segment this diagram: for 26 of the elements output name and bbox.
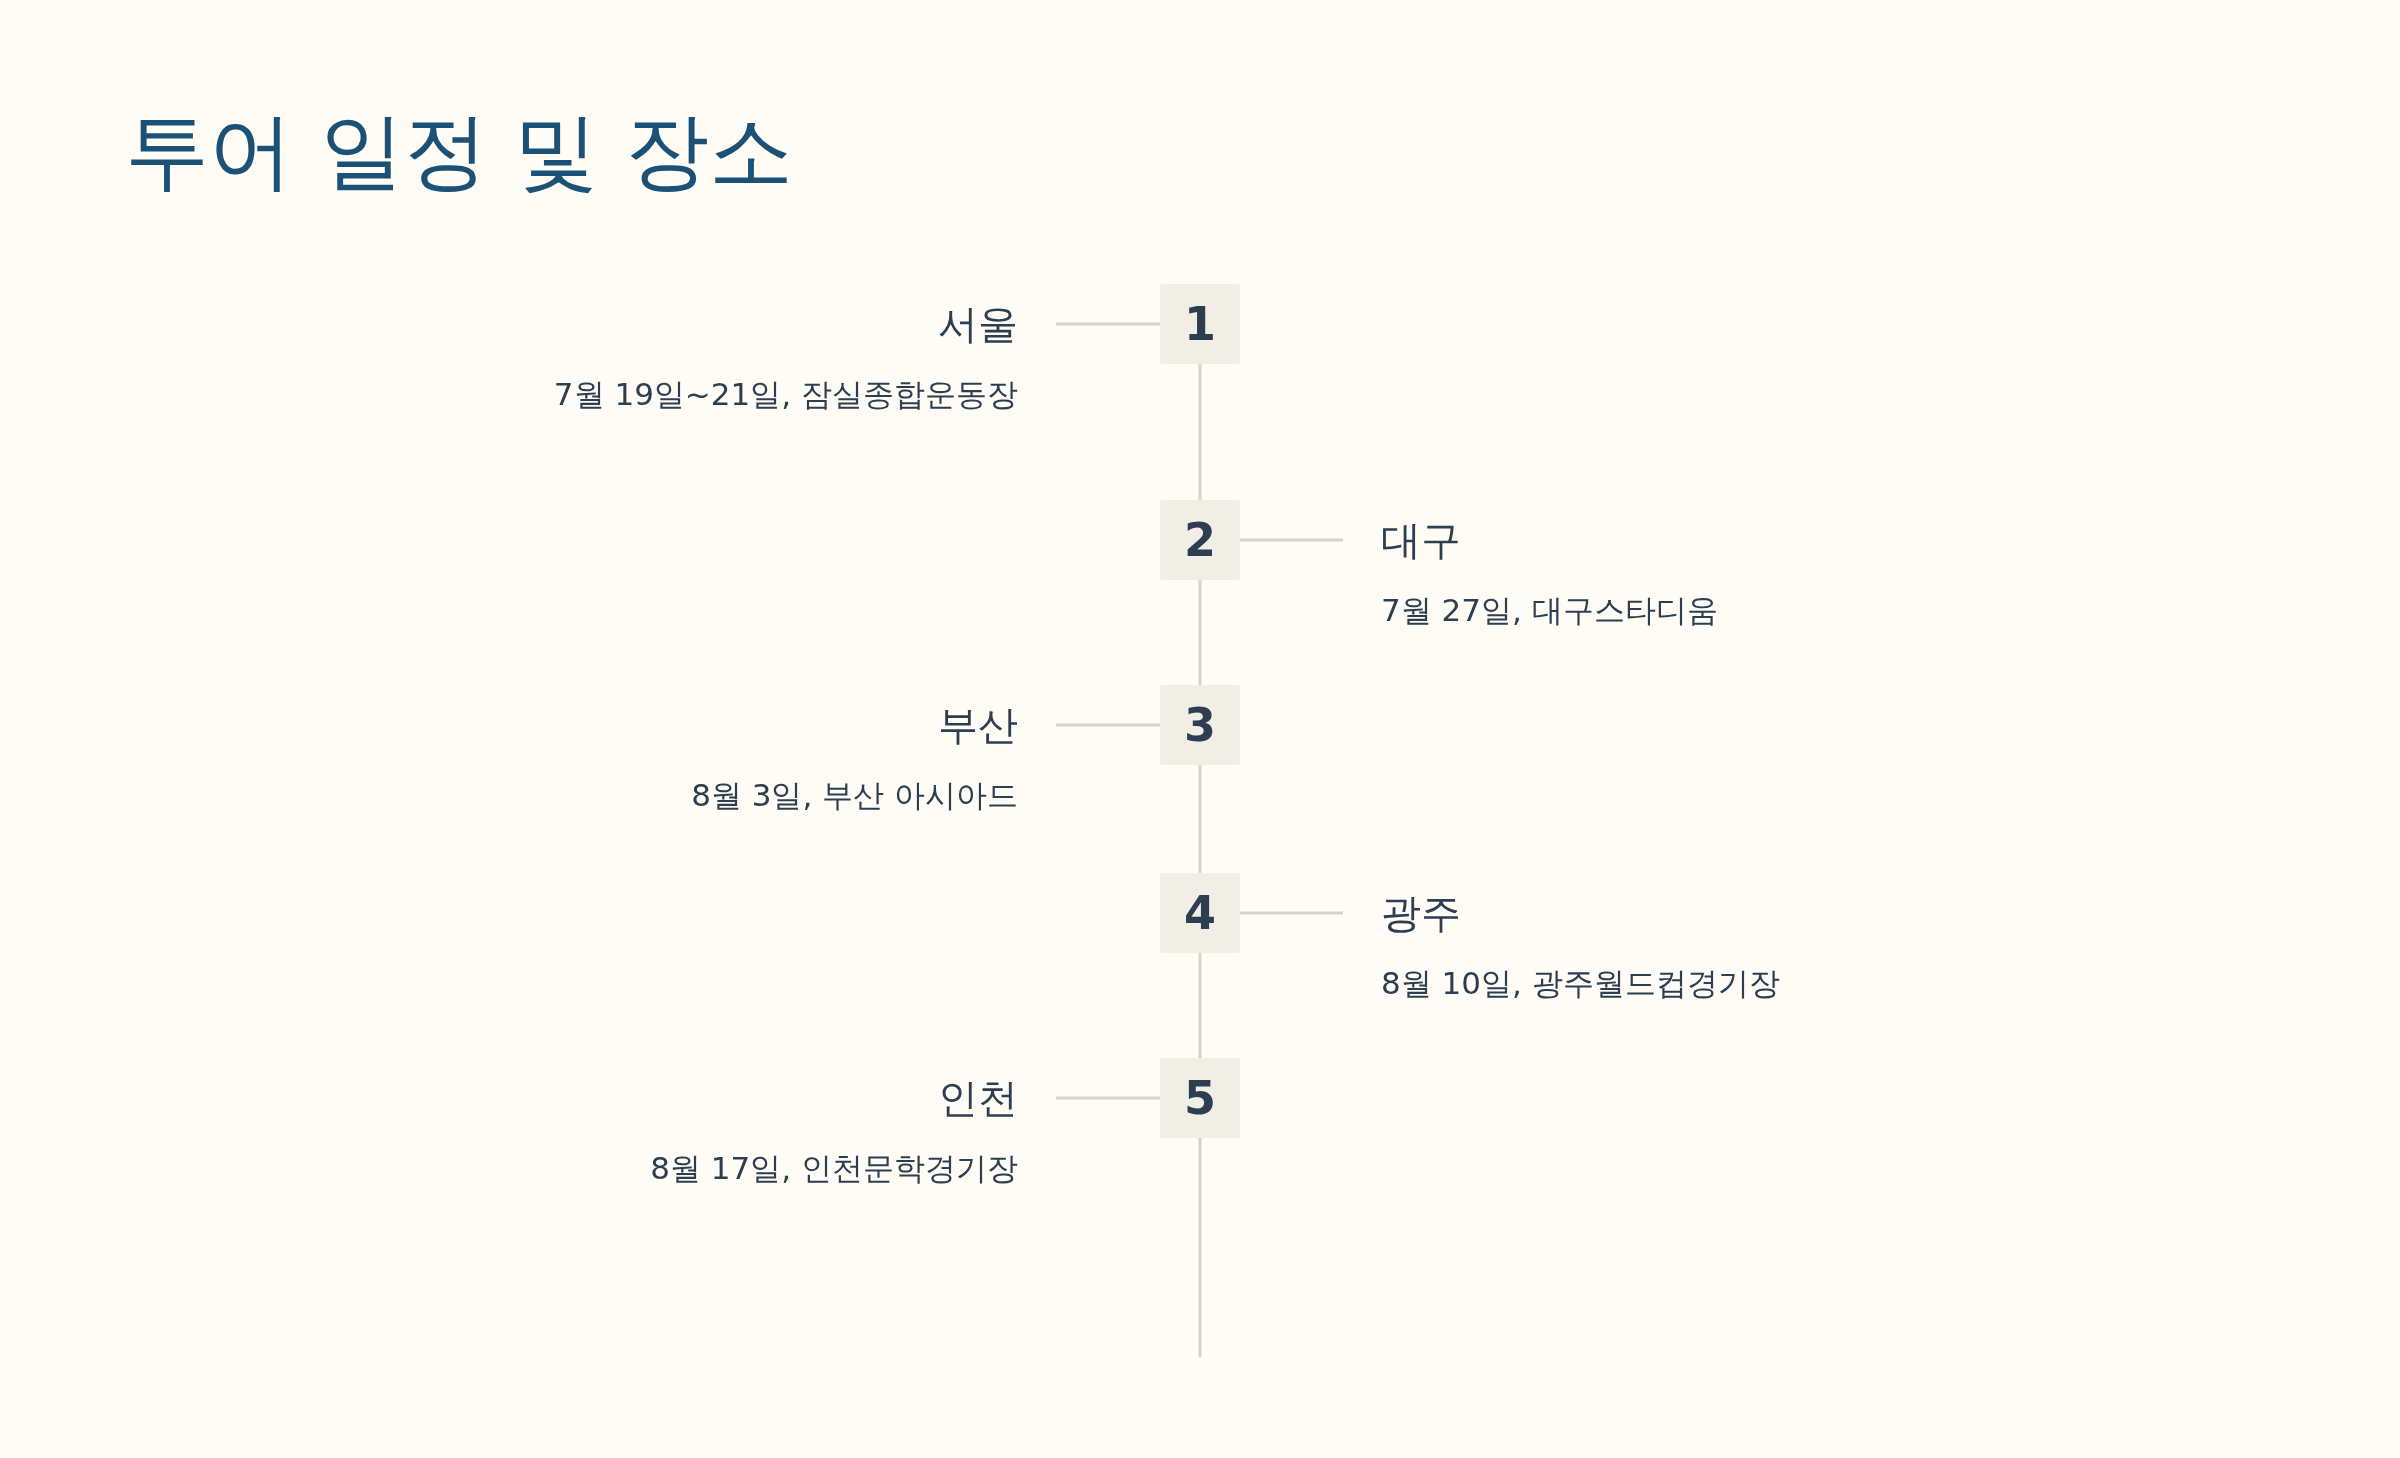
connector-line bbox=[1056, 322, 1160, 326]
date-venue: 8월 3일, 부산 아시아드 bbox=[691, 776, 1018, 815]
step-number-box: 5 bbox=[1160, 1058, 1240, 1138]
city-name: 인천 bbox=[938, 1074, 1018, 1123]
step-number-box: 4 bbox=[1160, 873, 1240, 953]
connector-line bbox=[1240, 911, 1343, 915]
step-number-box: 2 bbox=[1160, 500, 1240, 580]
city-name: 서울 bbox=[938, 300, 1018, 349]
connector-line bbox=[1056, 1096, 1160, 1100]
city-name: 부산 bbox=[938, 701, 1018, 750]
title: 투어 일정 및 장소 bbox=[125, 101, 794, 202]
date-venue: 7월 19일~21일, 잠실종합운동장 bbox=[553, 375, 1018, 414]
connector-line bbox=[1198, 953, 1202, 1058]
city-name: 대구 bbox=[1381, 516, 1461, 565]
date-venue: 7월 27일, 대구스타디움 bbox=[1381, 591, 1718, 630]
connector-line bbox=[1198, 765, 1202, 873]
connector-line bbox=[1198, 580, 1202, 685]
connector-line bbox=[1198, 1138, 1202, 1357]
step-number-box: 3 bbox=[1160, 685, 1240, 765]
connector-line bbox=[1056, 723, 1160, 727]
date-venue: 8월 10일, 광주월드컵경기장 bbox=[1381, 964, 1780, 1003]
step-number-box: 1 bbox=[1160, 284, 1240, 364]
city-name: 광주 bbox=[1381, 889, 1461, 938]
date-venue: 8월 17일, 인천문학경기장 bbox=[650, 1149, 1018, 1188]
connector-line bbox=[1198, 364, 1202, 500]
connector-line bbox=[1240, 538, 1343, 542]
